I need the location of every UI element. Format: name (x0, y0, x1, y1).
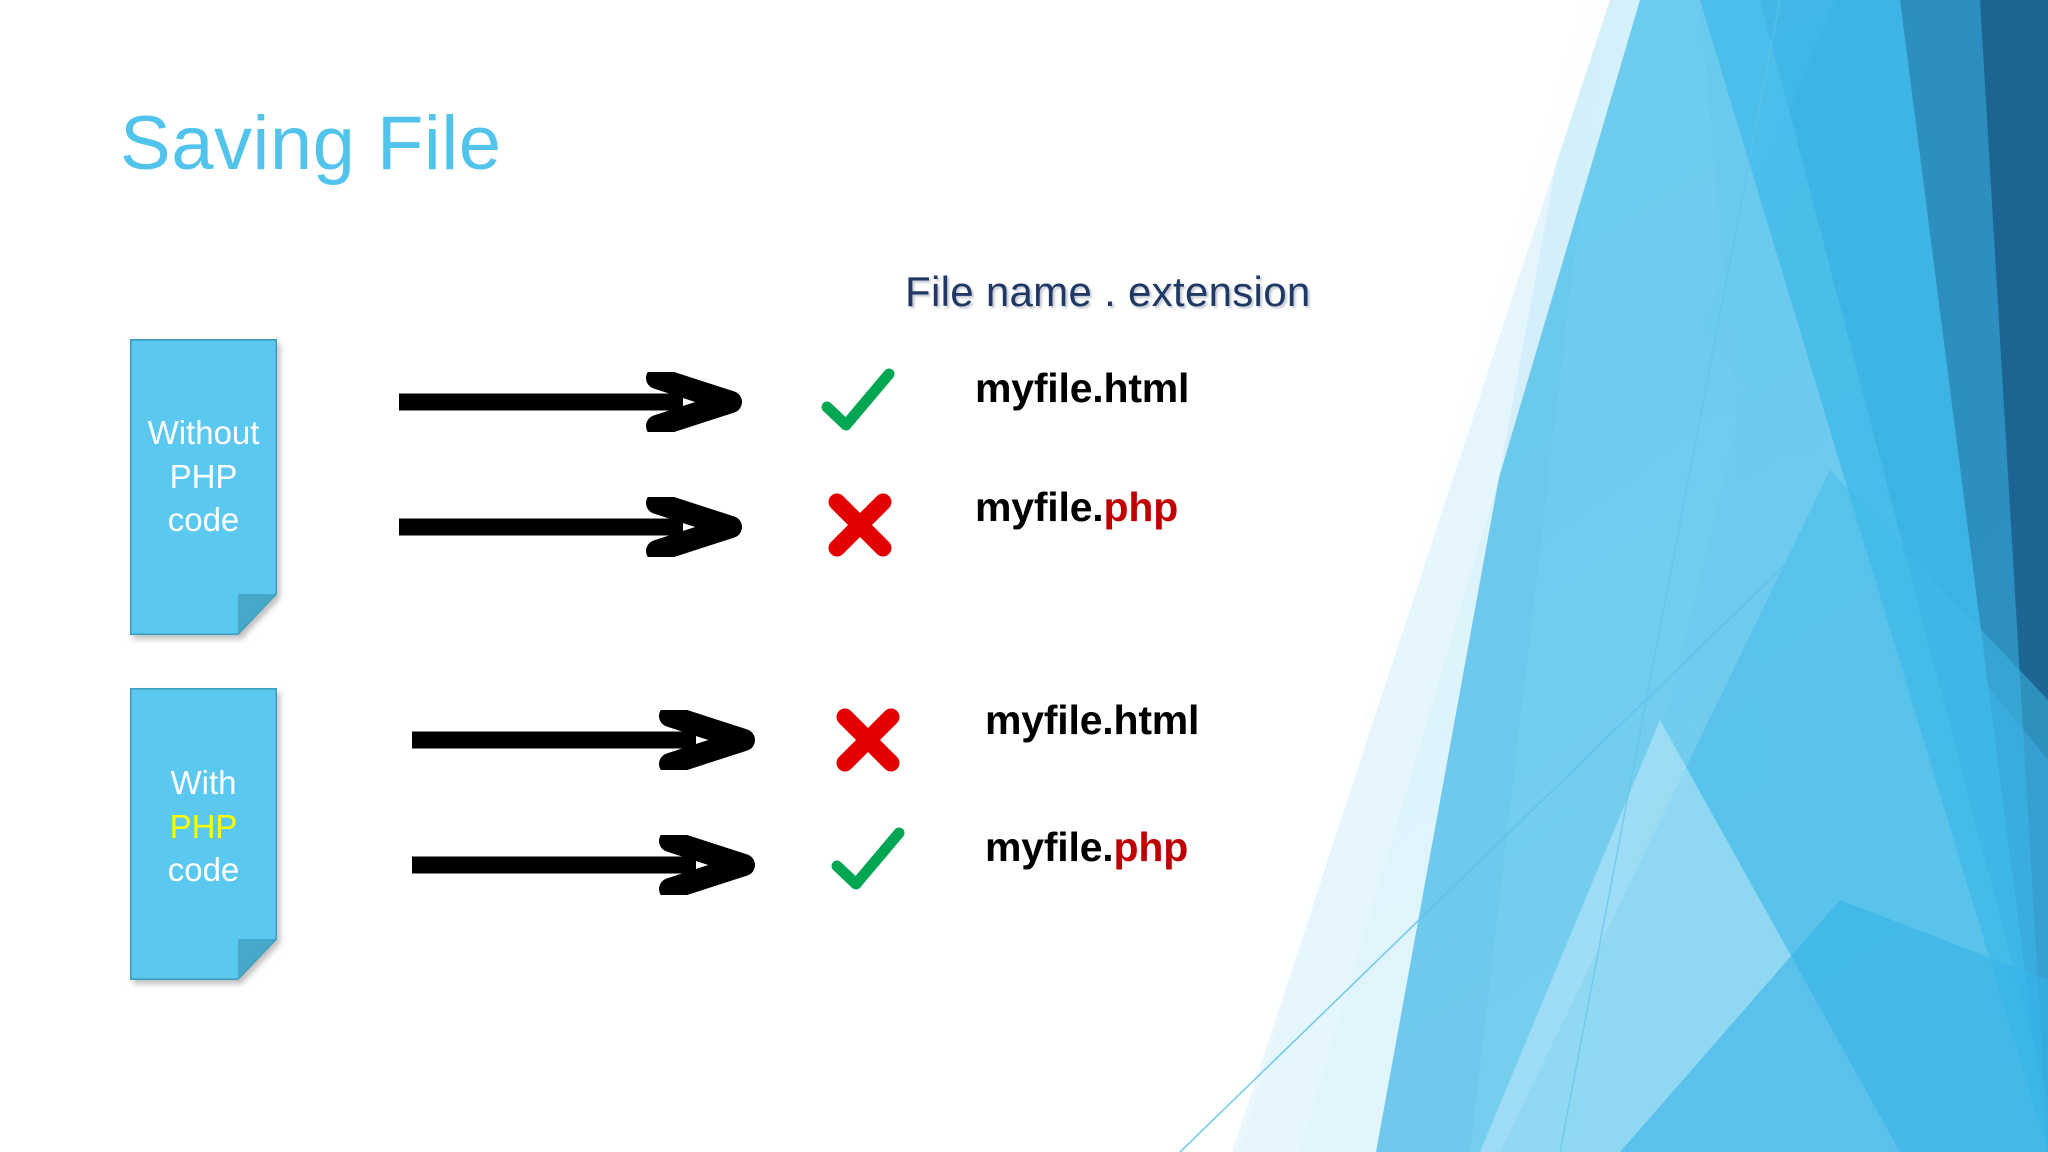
filename-base: myfile. (975, 484, 1104, 530)
document-card-label: With PHP code (130, 688, 277, 892)
check-icon (831, 827, 905, 890)
bg-shape-white-knockout (1060, 0, 1610, 1152)
card2-line-2: PHP (169, 807, 238, 845)
bg-shape-bottom-bright (1620, 900, 2048, 1152)
document-shape-icon (130, 688, 277, 980)
document-card-without-php: Without PHP code (130, 339, 277, 635)
bg-shape-lower-light (1480, 720, 1900, 1152)
filename-ext: php (1113, 824, 1189, 870)
filename-row-1: myfile.html (975, 365, 1189, 412)
bg-shape-pale-panel (1240, 0, 2048, 1152)
card2-line-3: code (167, 851, 240, 889)
filename-ext: html (1103, 365, 1190, 411)
arrow-row-3 (412, 710, 755, 770)
arrow-row-1 (399, 372, 742, 432)
bg-shape-deep-right (1560, 0, 2048, 1152)
filename-base: myfile. (975, 365, 1104, 411)
bg-shape-lower-wedge (1500, 470, 2048, 1152)
document-card-label: Without PHP code (130, 339, 277, 542)
bg-shape-mid-cross (1700, 0, 2048, 1152)
bg-shape-mid-band (1376, 0, 2048, 1152)
header-caption: File name . extension (905, 268, 1311, 315)
cross-icon (836, 708, 900, 772)
card1-line-2: PHP (169, 457, 238, 495)
arrow-row-4 (412, 835, 755, 895)
filename-row-4: myfile.php (985, 824, 1188, 871)
filename-row-3: myfile.html (985, 697, 1199, 744)
bg-shape-cyan-sliver (1470, 0, 2048, 1152)
cross-icon (828, 493, 892, 557)
document-shape-icon (130, 339, 277, 635)
bg-hairline-steep (1559, 0, 1781, 1152)
bg-shape-navy-wedge (1700, 0, 2048, 760)
card1-line-1: Without (147, 414, 260, 451)
card2-line-1: With (170, 764, 237, 801)
page-title: Saving File (120, 101, 502, 186)
filename-base: myfile. (985, 697, 1114, 743)
document-card-with-php: With PHP code (130, 688, 277, 980)
arrow-row-2 (399, 497, 742, 557)
filename-ext: html (1113, 697, 1200, 743)
check-icon (821, 368, 895, 431)
bg-hairline-diagonal (1179, 559, 1791, 1152)
filename-row-2: myfile.php (975, 484, 1178, 531)
filename-ext: php (1103, 484, 1179, 530)
card1-line-3: code (167, 501, 240, 539)
bg-shape-pale-edge (1130, 0, 1640, 1152)
filename-base: myfile. (985, 824, 1114, 870)
